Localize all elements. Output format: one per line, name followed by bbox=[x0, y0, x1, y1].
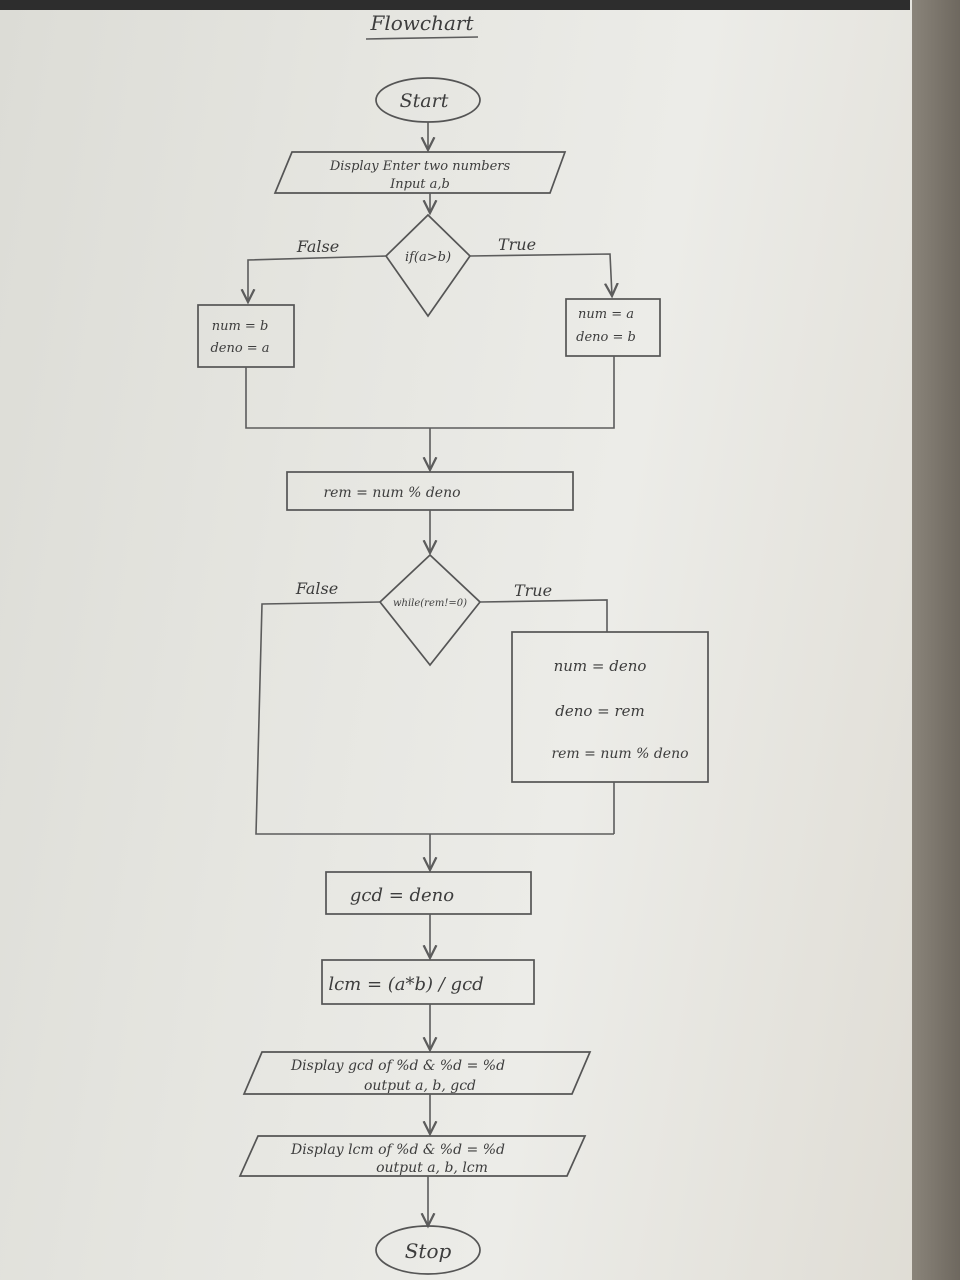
output1-parallelogram bbox=[242, 1051, 592, 1095]
cond1-true-branch bbox=[469, 253, 612, 296]
stop-label: Stop bbox=[405, 1239, 452, 1263]
false-box1-line1: num = b bbox=[212, 319, 269, 334]
cond2-label: while(rem!=0) bbox=[393, 598, 467, 609]
output2-parallelogram bbox=[238, 1135, 587, 1177]
title: Flowchart bbox=[369, 11, 474, 35]
merge-line1 bbox=[245, 356, 615, 429]
cond2-true-branch bbox=[479, 599, 608, 632]
rem-stmt: rem = num % deno bbox=[323, 485, 460, 501]
cond1-label: if(a>b) bbox=[405, 250, 451, 265]
output2-line2: output a, b, lcm bbox=[376, 1160, 488, 1176]
input-parallelogram bbox=[273, 151, 567, 194]
loop-body-box bbox=[511, 631, 709, 783]
true-box1-line2: deno = b bbox=[576, 330, 636, 345]
cond1-true-label: True bbox=[498, 235, 536, 254]
true-box1 bbox=[565, 298, 661, 357]
lcm-box bbox=[321, 959, 535, 1005]
output2-line1: Display lcm of %d & %d = %d bbox=[290, 1142, 505, 1158]
true-box1-line1: num = a bbox=[578, 307, 634, 322]
gcd-stmt: gcd = deno bbox=[350, 885, 454, 906]
input-line2: Input a,b bbox=[389, 177, 450, 192]
cond1-false-branch bbox=[248, 255, 387, 302]
start-label: Start bbox=[400, 90, 449, 112]
loop-line1: num = deno bbox=[554, 657, 647, 675]
input-line1: Display Enter two numbers bbox=[329, 159, 511, 174]
right-paper-edge bbox=[912, 0, 960, 1280]
stop-terminal bbox=[375, 1225, 481, 1275]
loop-line2: deno = rem bbox=[555, 702, 645, 720]
false-box1 bbox=[197, 304, 295, 368]
output1-line1: Display gcd of %d & %d = %d bbox=[290, 1058, 505, 1074]
gcd-box bbox=[325, 871, 532, 915]
cond2-true-label: True bbox=[514, 581, 552, 600]
title-underline bbox=[365, 36, 479, 40]
false-box1-line2: deno = a bbox=[210, 341, 269, 356]
output1-line2: output a, b, gcd bbox=[364, 1078, 476, 1094]
cond1-diamond bbox=[384, 213, 472, 318]
cond2-false-branch bbox=[255, 601, 614, 835]
lcm-stmt: lcm = (a*b) / gcd bbox=[328, 974, 483, 995]
top-dark-edge bbox=[0, 0, 910, 10]
cond2-diamond bbox=[378, 553, 482, 667]
cond1-false-label: False bbox=[296, 237, 339, 256]
loop-line3: rem = num % deno bbox=[551, 746, 688, 762]
cond2-false-label: False bbox=[295, 579, 338, 598]
